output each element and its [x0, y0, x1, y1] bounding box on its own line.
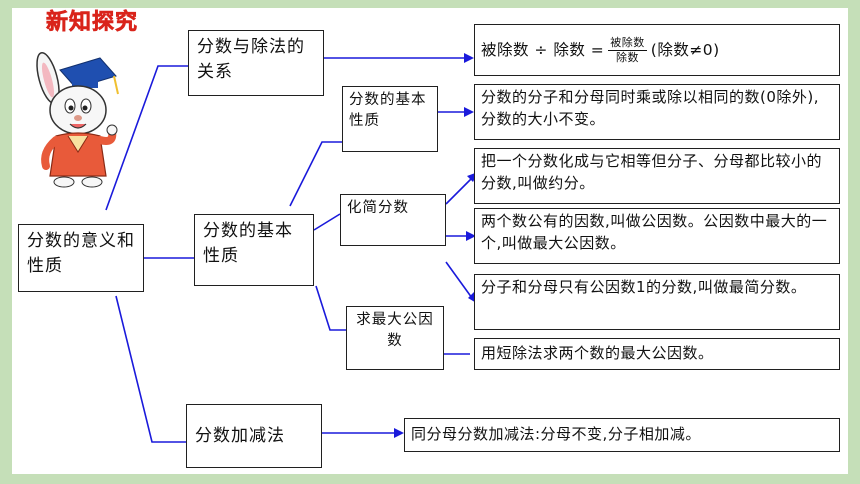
connector-property-basic — [289, 141, 342, 207]
root-node: 分数的意义和性质 — [18, 224, 144, 292]
desc-simplest: 分子和分母只有公因数1的分数,叫做最简分数。 — [474, 274, 840, 330]
subnode-gcd-label: 求最大公因数 — [356, 312, 434, 350]
desc-addsub: 同分母分数加减法:分母不变,分子相加减。 — [404, 418, 840, 452]
branch-addsub: 分数加减法 — [186, 404, 322, 468]
desc-short-division-text: 用短除法求两个数的最大公因数。 — [481, 344, 714, 363]
desc-short-division: 用短除法求两个数的最大公因数。 — [474, 338, 840, 370]
connector-property-simplify — [313, 213, 341, 231]
connector-root-addsub — [115, 295, 186, 443]
desc-common-factor-text: 两个数公有的因数,叫做公因数。公因数中最大的一个,叫做最大公因数。 — [481, 212, 828, 252]
subnode-basic: 分数的基本性质 — [342, 86, 438, 152]
formula-condition: (除数≠0) — [650, 40, 720, 59]
desc-addsub-text: 同分母分数加减法:分母不变,分子相加减。 — [411, 425, 701, 444]
arrow-simplify-simplest — [445, 261, 473, 299]
subnode-basic-label: 分数的基本性质 — [349, 92, 427, 130]
desc-basic-text: 分数的分子和分母同时乘或除以相同的数(0除外),分数的大小不变。 — [481, 88, 820, 128]
desc-reduce-text: 把一个分数化成与它相等但分子、分母都比较小的分数,叫做约分。 — [481, 152, 823, 192]
branch-addsub-label: 分数加减法 — [195, 425, 285, 446]
desc-common-factor: 两个数公有的因数,叫做公因数。公因数中最大的一个,叫做最大公因数。 — [474, 208, 840, 264]
desc-simplest-text: 分子和分母只有公因数1的分数,叫做最简分数。 — [481, 278, 807, 296]
branch-property: 分数的基本性质 — [194, 214, 314, 286]
formula-left: 被除数 ÷ 除数 = — [481, 40, 605, 59]
desc-reduce: 把一个分数化成与它相等但分子、分母都比较小的分数,叫做约分。 — [474, 148, 840, 204]
connector-property-gcd — [315, 285, 346, 331]
branch-property-label: 分数的基本性质 — [203, 221, 293, 266]
subnode-simplify-label: 化简分数 — [347, 200, 409, 216]
desc-division-formula: 被除数 ÷ 除数 = 被除数 除数 (除数≠0) — [474, 24, 840, 76]
connector-root-division — [105, 65, 188, 211]
subnode-gcd: 求最大公因数 — [346, 306, 444, 370]
branch-division-label: 分数与除法的关系 — [197, 37, 305, 82]
formula-denominator: 除数 — [616, 50, 640, 64]
page-title: 新知探究 — [46, 10, 139, 36]
graduate-rabbit-icon — [36, 52, 119, 188]
root-label: 分数的意义和性质 — [27, 231, 135, 276]
arrow-simplify-reduce — [445, 177, 473, 205]
subnode-simplify: 化简分数 — [340, 194, 446, 246]
formula-fraction: 被除数 除数 — [608, 36, 647, 64]
branch-division: 分数与除法的关系 — [188, 30, 324, 96]
desc-basic: 分数的分子和分母同时乘或除以相同的数(0除外),分数的大小不变。 — [474, 84, 840, 140]
formula-numerator: 被除数 — [608, 36, 647, 51]
